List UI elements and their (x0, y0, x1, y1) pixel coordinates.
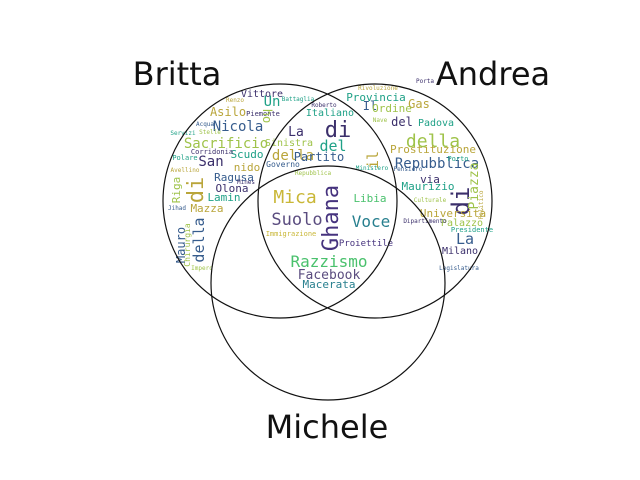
word-andrea-only-12: Maurizio (402, 180, 455, 193)
word-all-three-9: Macerata (303, 278, 356, 291)
word-andrea-only-20: Culturale (414, 197, 447, 204)
word-britta-andrea-10: Roberto (311, 102, 337, 109)
set-label-britta: Britta (133, 55, 222, 93)
set-label-andrea: Andrea (436, 55, 550, 93)
word-britta-andrea-11: Ministero (356, 165, 389, 172)
word-britta-only-1: Un (264, 94, 281, 110)
word-britta-only-27: di (184, 177, 209, 204)
word-all-three-6: Proiettile (339, 239, 393, 249)
word-andrea-only-23: Politico (478, 190, 485, 219)
word-andrea-only-2: Provincia (346, 91, 406, 104)
word-britta-only-6: Scudo (230, 148, 263, 161)
word-britta-only-25: Mines (237, 179, 255, 186)
word-andrea-only-15: Palazzo (441, 218, 483, 229)
word-britta-only-10: Olona (215, 182, 248, 195)
set-label-michele: Michele (266, 408, 389, 446)
word-all-three-4: Voce (352, 212, 391, 231)
set-labels: Britta Andrea Michele (133, 55, 550, 446)
word-britta-only-22: Avellino (171, 167, 200, 174)
word-britta-only-0: Vittore (241, 89, 283, 100)
word-britta-andrea-8: Governo (266, 160, 300, 169)
word-andrea-only-19: Pensiero (394, 166, 423, 173)
word-all-three-0: Mica (273, 187, 316, 208)
word-all-three-3: Suolo (271, 210, 322, 230)
word-britta-andrea-4: Sinistra (265, 138, 313, 149)
word-britta-andrea-6: Italiano (306, 108, 354, 119)
word-all-three-5: Immigrazione (266, 230, 317, 238)
word-britta-only-18: Acqua (196, 121, 214, 128)
word-britta-only-11: Lamin (207, 191, 240, 204)
word-britta-only-15: Piemonte (246, 110, 280, 118)
word-andrea-only-10: Piazza (467, 163, 482, 210)
word-britta-only-13: Mauro (174, 227, 188, 263)
word-all-three-1: Ghana (319, 185, 344, 251)
circle-andrea (257, 83, 493, 319)
word-britta-only-19: Stelle (199, 129, 221, 136)
word-andrea-only-26: Porta (416, 78, 434, 85)
word-andrea-only-1: di (447, 187, 475, 216)
word-andrea-only-4: Il (363, 99, 377, 113)
word-britta-andrea-9: Repubblica (295, 170, 332, 177)
word-andrea-only-22: Presidente (451, 226, 493, 234)
word-britta-only-8: Ragusa (214, 171, 254, 184)
word-britta-andrea-3: Partito (294, 150, 345, 164)
word-all-three-8: Facebook (298, 268, 361, 283)
word-britta-only-20: Corridonia (191, 148, 233, 156)
set-circles (162, 83, 493, 401)
word-britta-andrea-5: La (288, 125, 304, 140)
word-andrea-only-7: Padova (418, 118, 454, 129)
word-andrea-only-6: del (391, 115, 413, 129)
word-britta-only-26: Servizi (170, 130, 196, 137)
circle-michele (210, 165, 446, 401)
word-britta-only-12: Mazza (190, 202, 223, 215)
word-britta-only-7: nido (234, 161, 261, 174)
word-britta-only-3: Nicola (213, 119, 264, 135)
word-britta-only-28: della (190, 217, 208, 262)
word-britta-only-4: Sacrificio (184, 136, 268, 152)
word-britta-only-14: Chirurgia (183, 223, 192, 267)
word-britta-only-29: ho (260, 109, 274, 123)
word-britta-only-23: Jihad (168, 205, 186, 212)
word-britta-only-16: Battaglia (282, 96, 315, 103)
word-andrea-only-21: Dipartimento (403, 218, 447, 225)
word-andrea-only-5: Ordine (372, 102, 412, 115)
word-all-three-2: Libia (353, 192, 386, 205)
word-andrea-only-11: via (420, 173, 440, 186)
word-all-three-7: Razzismo (290, 252, 367, 271)
word-britta-only-5: San (198, 154, 223, 170)
word-britta-only-24: Impero (191, 265, 213, 272)
word-andrea-only-24: Legislatura (439, 265, 479, 272)
word-andrea-only-18: Rivoluzione (358, 85, 398, 92)
word-britta-andrea-2: della (272, 148, 314, 164)
word-britta-only-17: Renzo (226, 97, 244, 104)
word-britta-andrea-7: il (364, 151, 382, 169)
word-britta-andrea-0: di (325, 118, 352, 143)
word-andrea-only-16: Milano (442, 246, 478, 257)
word-britta-only-9: Riga (170, 177, 183, 204)
word-andrea-only-3: Gas (408, 97, 430, 111)
word-andrea-only-13: Università (420, 207, 486, 220)
word-andrea-only-0: della (406, 131, 460, 152)
word-andrea-only-8: Prostituzione (390, 143, 476, 156)
word-andrea-only-17: Porto (447, 155, 468, 163)
word-andrea-only-9: Repubblica (395, 156, 479, 172)
word-britta-andrea-1: del (319, 137, 346, 155)
word-andrea-only-25: Nave (373, 117, 388, 124)
word-britta-only-21: Polare (172, 154, 197, 162)
word-britta-only-2: Asilo (210, 105, 246, 119)
word-andrea-only-14: La (456, 230, 474, 248)
circle-britta (162, 83, 398, 319)
